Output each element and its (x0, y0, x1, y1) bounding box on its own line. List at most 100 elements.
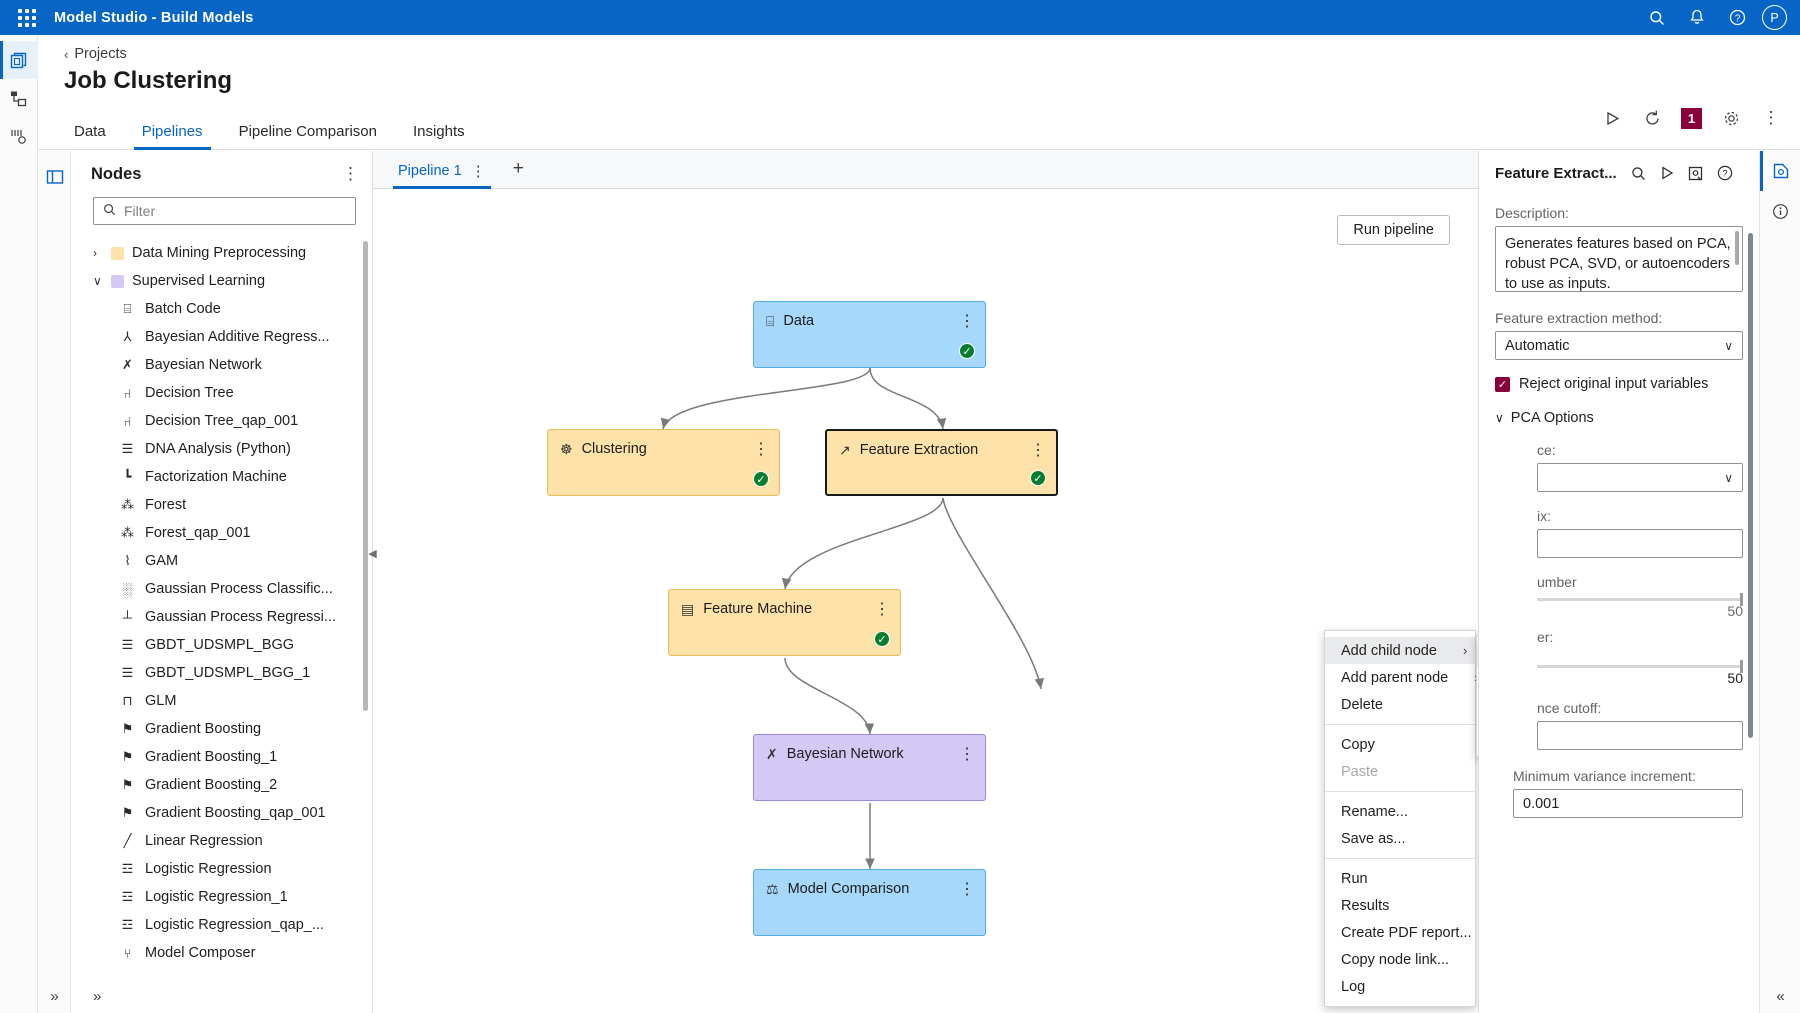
refresh-icon[interactable] (1641, 107, 1663, 129)
tab-insights[interactable]: Insights (412, 123, 465, 140)
list-item[interactable]: ☰GBDT_UDSMPL_BGG_1 (71, 659, 372, 687)
menu-item[interactable]: Delete (1325, 691, 1475, 718)
slider-2[interactable]: 50 (1537, 660, 1743, 686)
tab-data[interactable]: Data (74, 123, 106, 140)
list-item[interactable]: ┴Gaussian Process Regressi... (71, 603, 372, 631)
list-item[interactable]: ☲Logistic Regression_1 (71, 883, 372, 911)
list-item[interactable]: ⚑Gradient Boosting_qap_001 (71, 799, 372, 827)
node-properties-icon[interactable] (1760, 151, 1800, 191)
menu-item[interactable]: Create PDF report... (1325, 919, 1475, 946)
settings-gear-icon[interactable] (1720, 107, 1742, 129)
menu-item[interactable]: Add parent node› (1325, 664, 1478, 691)
canvas-node-data[interactable]: ⌸Data⋮✓ (753, 301, 986, 368)
chevron-down-icon[interactable]: ∨ (93, 274, 102, 288)
hidden-field-1-select[interactable]: ∨ (1537, 463, 1743, 492)
tree-group-data-mining-preprocessing[interactable]: › Data Mining Preprocessing (71, 239, 372, 267)
cutoff-input[interactable] (1537, 721, 1743, 750)
chevron-down-icon[interactable]: ∨ (1724, 338, 1733, 353)
menu-item[interactable]: Log (1325, 973, 1475, 1000)
menu-item[interactable]: Copy node link... (1325, 946, 1475, 973)
list-item[interactable]: ⚑Gradient Boosting_1 (71, 743, 372, 771)
menu-item[interactable]: Rename... (1325, 798, 1475, 825)
rail-expand-icon[interactable]: » (50, 987, 59, 1005)
right-rail-collapse-icon[interactable]: « (1776, 987, 1785, 1005)
help-icon[interactable]: ? (1717, 165, 1733, 181)
reject-original-input-variables-checkbox[interactable]: ✓ Reject original input variables (1495, 376, 1743, 392)
list-item[interactable]: ☲Logistic Regression_qap_... (71, 911, 372, 939)
chevron-right-icon[interactable]: › (93, 246, 97, 260)
search-icon[interactable] (1642, 3, 1672, 33)
hidden-field-2-input[interactable] (1537, 529, 1743, 558)
list-item[interactable]: ⁂Forest (71, 491, 372, 519)
list-item[interactable]: ☰GBDT_UDSMPL_BGG (71, 631, 372, 659)
nodes-scrollbar-thumb[interactable] (363, 241, 368, 711)
canvas-node-model-comparison[interactable]: ⚖Model Comparison⋮ (753, 869, 986, 936)
menu-item[interactable]: Copy (1325, 731, 1475, 758)
pipeline-canvas[interactable]: Run pipeline ⌸Data⋮✓ ☸Clustering⋮✓ ↗Featur… (373, 189, 1478, 1013)
list-item[interactable]: ⚑Gradient Boosting_2 (71, 771, 372, 799)
nodes-panel-collapse-icon[interactable]: » (93, 987, 102, 1005)
sidebar-item-exchange[interactable] (0, 117, 38, 155)
slider-knob[interactable] (1740, 660, 1743, 673)
add-pipeline-button[interactable]: + (512, 158, 524, 179)
description-textarea[interactable]: Generates features based on PCA, robust … (1495, 226, 1743, 292)
waffle-menu-icon[interactable] (0, 0, 54, 35)
more-vertical-icon[interactable]: ⋮ (1762, 108, 1780, 127)
node-kebab-icon[interactable]: ⋮ (959, 881, 975, 898)
list-item[interactable]: ⌇GAM (71, 547, 372, 575)
tab-pipelines[interactable]: Pipelines (124, 123, 221, 150)
back-chevron-icon[interactable]: ‹ (64, 46, 69, 62)
chevron-down-icon[interactable]: ∨ (1495, 411, 1504, 425)
list-item[interactable]: ☰DNA Analysis (Python) (71, 435, 372, 463)
search-input[interactable] (124, 203, 346, 219)
list-item[interactable]: ⌸Batch Code (71, 295, 372, 323)
list-item[interactable]: ⊓GLM (71, 687, 372, 715)
avatar[interactable]: P (1762, 5, 1787, 30)
list-item[interactable]: ⚑Gradient Boosting (71, 715, 372, 743)
tree-group-supervised-learning[interactable]: ∨ Supervised Learning (71, 267, 372, 295)
nodes-panel-toggle-icon[interactable] (38, 158, 71, 196)
run-pipeline-button[interactable]: Run pipeline (1337, 215, 1450, 245)
feature-extraction-method-select[interactable]: Automatic ∨ (1495, 331, 1743, 360)
breadcrumb-label[interactable]: Projects (74, 46, 127, 62)
slider-1[interactable]: 50 (1537, 593, 1743, 619)
nodes-filter-box[interactable] (93, 197, 356, 225)
breadcrumb[interactable]: ‹ Projects (64, 46, 127, 62)
list-item[interactable]: ☲Logistic Regression (71, 855, 372, 883)
canvas-node-clustering[interactable]: ☸Clustering⋮✓ (547, 429, 780, 496)
list-item[interactable]: ⑁Decision Tree_qap_001 (71, 407, 372, 435)
sidebar-item-projects[interactable] (0, 41, 38, 79)
list-item[interactable]: ⅄Bayesian Additive Regress... (71, 323, 372, 351)
pipeline-tab-kebab-icon[interactable]: ⋮ (470, 163, 486, 180)
list-item[interactable]: ⑂Model Composer (71, 939, 372, 967)
node-kebab-icon[interactable]: ⋮ (874, 601, 890, 618)
canvas-node-bayesian-network[interactable]: ✗Bayesian Network⋮ (753, 734, 986, 801)
search-icon[interactable] (1631, 166, 1646, 181)
nodes-panel-kebab-icon[interactable]: ⋮ (342, 164, 360, 183)
run-icon[interactable] (1601, 107, 1623, 129)
tab-pipeline-comparison[interactable]: Pipeline Comparison (238, 123, 377, 140)
menu-item[interactable]: Data Mining Preprocessing› (1477, 642, 1478, 669)
info-icon[interactable] (1760, 191, 1800, 231)
save-icon[interactable] (1688, 166, 1703, 181)
properties-scrollbar-thumb[interactable] (1748, 233, 1753, 738)
menu-item[interactable]: Miscellaneous› (1477, 723, 1478, 750)
menu-item[interactable]: Save as... (1325, 825, 1475, 852)
notification-count-badge[interactable]: 1 (1681, 107, 1702, 129)
slider-knob[interactable] (1740, 593, 1743, 606)
bell-icon[interactable] (1682, 3, 1712, 33)
node-kebab-icon[interactable]: ⋮ (1030, 442, 1046, 459)
canvas-divider-handle[interactable]: ◀ (368, 547, 377, 560)
sidebar-item-pipelines[interactable] (0, 79, 38, 117)
list-item[interactable]: ✗Bayesian Network (71, 351, 372, 379)
list-item[interactable]: ⑁Decision Tree (71, 379, 372, 407)
pca-options-group[interactable]: ∨ PCA Options (1495, 410, 1743, 426)
canvas-node-feature-machine[interactable]: ▤Feature Machine⋮✓ (668, 589, 901, 656)
list-item[interactable]: ⁂Forest_qap_001 (71, 519, 372, 547)
menu-item[interactable]: Run (1325, 865, 1475, 892)
menu-item[interactable]: Add child node› (1325, 637, 1475, 664)
help-icon[interactable]: ? (1722, 3, 1752, 33)
canvas-node-feature-extraction[interactable]: ↗Feature Extraction⋮✓ (825, 429, 1058, 496)
list-item[interactable]: ╱Linear Regression (71, 827, 372, 855)
min-variance-increment-input[interactable]: 0.001 (1513, 789, 1743, 818)
